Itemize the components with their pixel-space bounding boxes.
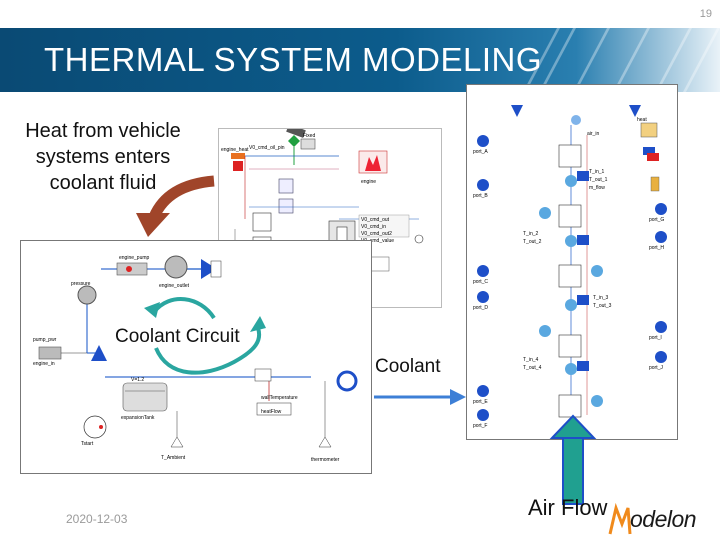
label-t-out-4: T_out_4 [523, 365, 542, 371]
label-m-flow: m_flow [589, 185, 605, 191]
label-v0-cmd-out: V0_cmd_out [361, 217, 390, 223]
radiator-cells [539, 144, 603, 418]
port-label-j: port_J [649, 365, 663, 371]
label-engine-pump: engine_pump [119, 255, 150, 261]
radiator-diagram-graphics: port_A port_B port_C port_D port_E port_… [473, 105, 667, 429]
footer-date: 2020-12-03 [66, 512, 128, 526]
logo-text: odelon [630, 506, 697, 532]
label-v0-cmd-value: V0_cmd_value [361, 238, 394, 244]
label-engine-in: engine_in [33, 361, 55, 367]
port-label-b: port_B [473, 193, 488, 199]
label-t-in-4: T_in_4 [523, 357, 539, 363]
label-pump-pwr: pump_pwr [33, 337, 57, 343]
coolant-circuit-diagram[interactable]: engine_pump engine_outlet pressure pump_… [20, 240, 372, 474]
label-t-out-3: T_out_3 [593, 303, 612, 309]
radiator-model-diagram[interactable]: port_A port_B port_C port_D port_E port_… [466, 84, 678, 440]
label-t-out-1: T_out_1 [589, 177, 608, 183]
label-t-ambient: T_Ambient [161, 455, 186, 461]
label-v0-cmd-out2: V0_cmd_out2 [361, 231, 392, 237]
port-label-d: port_D [473, 305, 488, 311]
label-engine: engine [361, 179, 376, 185]
label-v0-cmd-in: V0_cmd_in [361, 224, 386, 230]
label-volume: V=1.2 [131, 377, 144, 383]
coolant-label: Coolant [375, 356, 441, 377]
air-flow-label: Air Flow [528, 495, 608, 520]
label-engine-heat: engine_heat [221, 147, 249, 153]
port-label-c: port_C [473, 279, 488, 285]
port-label-f: port_F [473, 423, 487, 429]
label-wall-temperature: wallTemperature [261, 395, 298, 401]
port-label-g: port_G [649, 217, 664, 223]
title-bar: THERMAL SYSTEM MODELING [0, 28, 720, 92]
label-engine-outlet: engine_outlet [159, 283, 190, 289]
modelon-logo: odelon [606, 498, 716, 538]
modelon-m-icon [608, 502, 632, 535]
label-air-in: air_in [587, 131, 599, 137]
slide-title: THERMAL SYSTEM MODELING [44, 41, 543, 78]
label-thermometer: thermometer [311, 457, 340, 463]
coolant-arrow-icon [374, 389, 466, 405]
port-label-h: port_H [649, 245, 664, 251]
heat-arrow-icon [136, 175, 215, 237]
label-fixed: Fixed [303, 133, 315, 139]
coolant-diagram-graphics: engine_pump engine_outlet pressure pump_… [33, 255, 358, 463]
heat-callout-text: Heat from vehicle systems enters coolant… [25, 120, 181, 194]
label-v0-cmd-oil: V0_cmd_oil_pin [249, 145, 285, 151]
label-heat: heat [637, 117, 647, 123]
label-t-out-2: T_out_2 [523, 239, 542, 245]
coolant-circuit-label: Coolant Circuit [115, 326, 240, 347]
page-number: 19 [699, 8, 712, 20]
engine-model-diagram[interactable]: V0_cmd_out V0_cmd_in V0_cmd_out2 V0_cmd_… [218, 124, 442, 308]
label-expansion-tank: expansionTank [121, 415, 155, 421]
port-label-a: port_A [473, 149, 488, 155]
label-heat-flow: heatFlow [261, 409, 282, 415]
label-t-in-1: T_in_1 [589, 169, 605, 175]
coolant-cycle-icon [144, 297, 266, 375]
port-label-e: port_E [473, 399, 488, 405]
label-t-in-3: T_in_3 [593, 295, 609, 301]
air-flow-arrow-icon [549, 414, 597, 505]
label-t-in-2: T_in_2 [523, 231, 539, 237]
port-label-i: port_I [649, 335, 662, 341]
label-tstart: Tstart [81, 441, 94, 447]
label-pressure: pressure [71, 281, 91, 287]
